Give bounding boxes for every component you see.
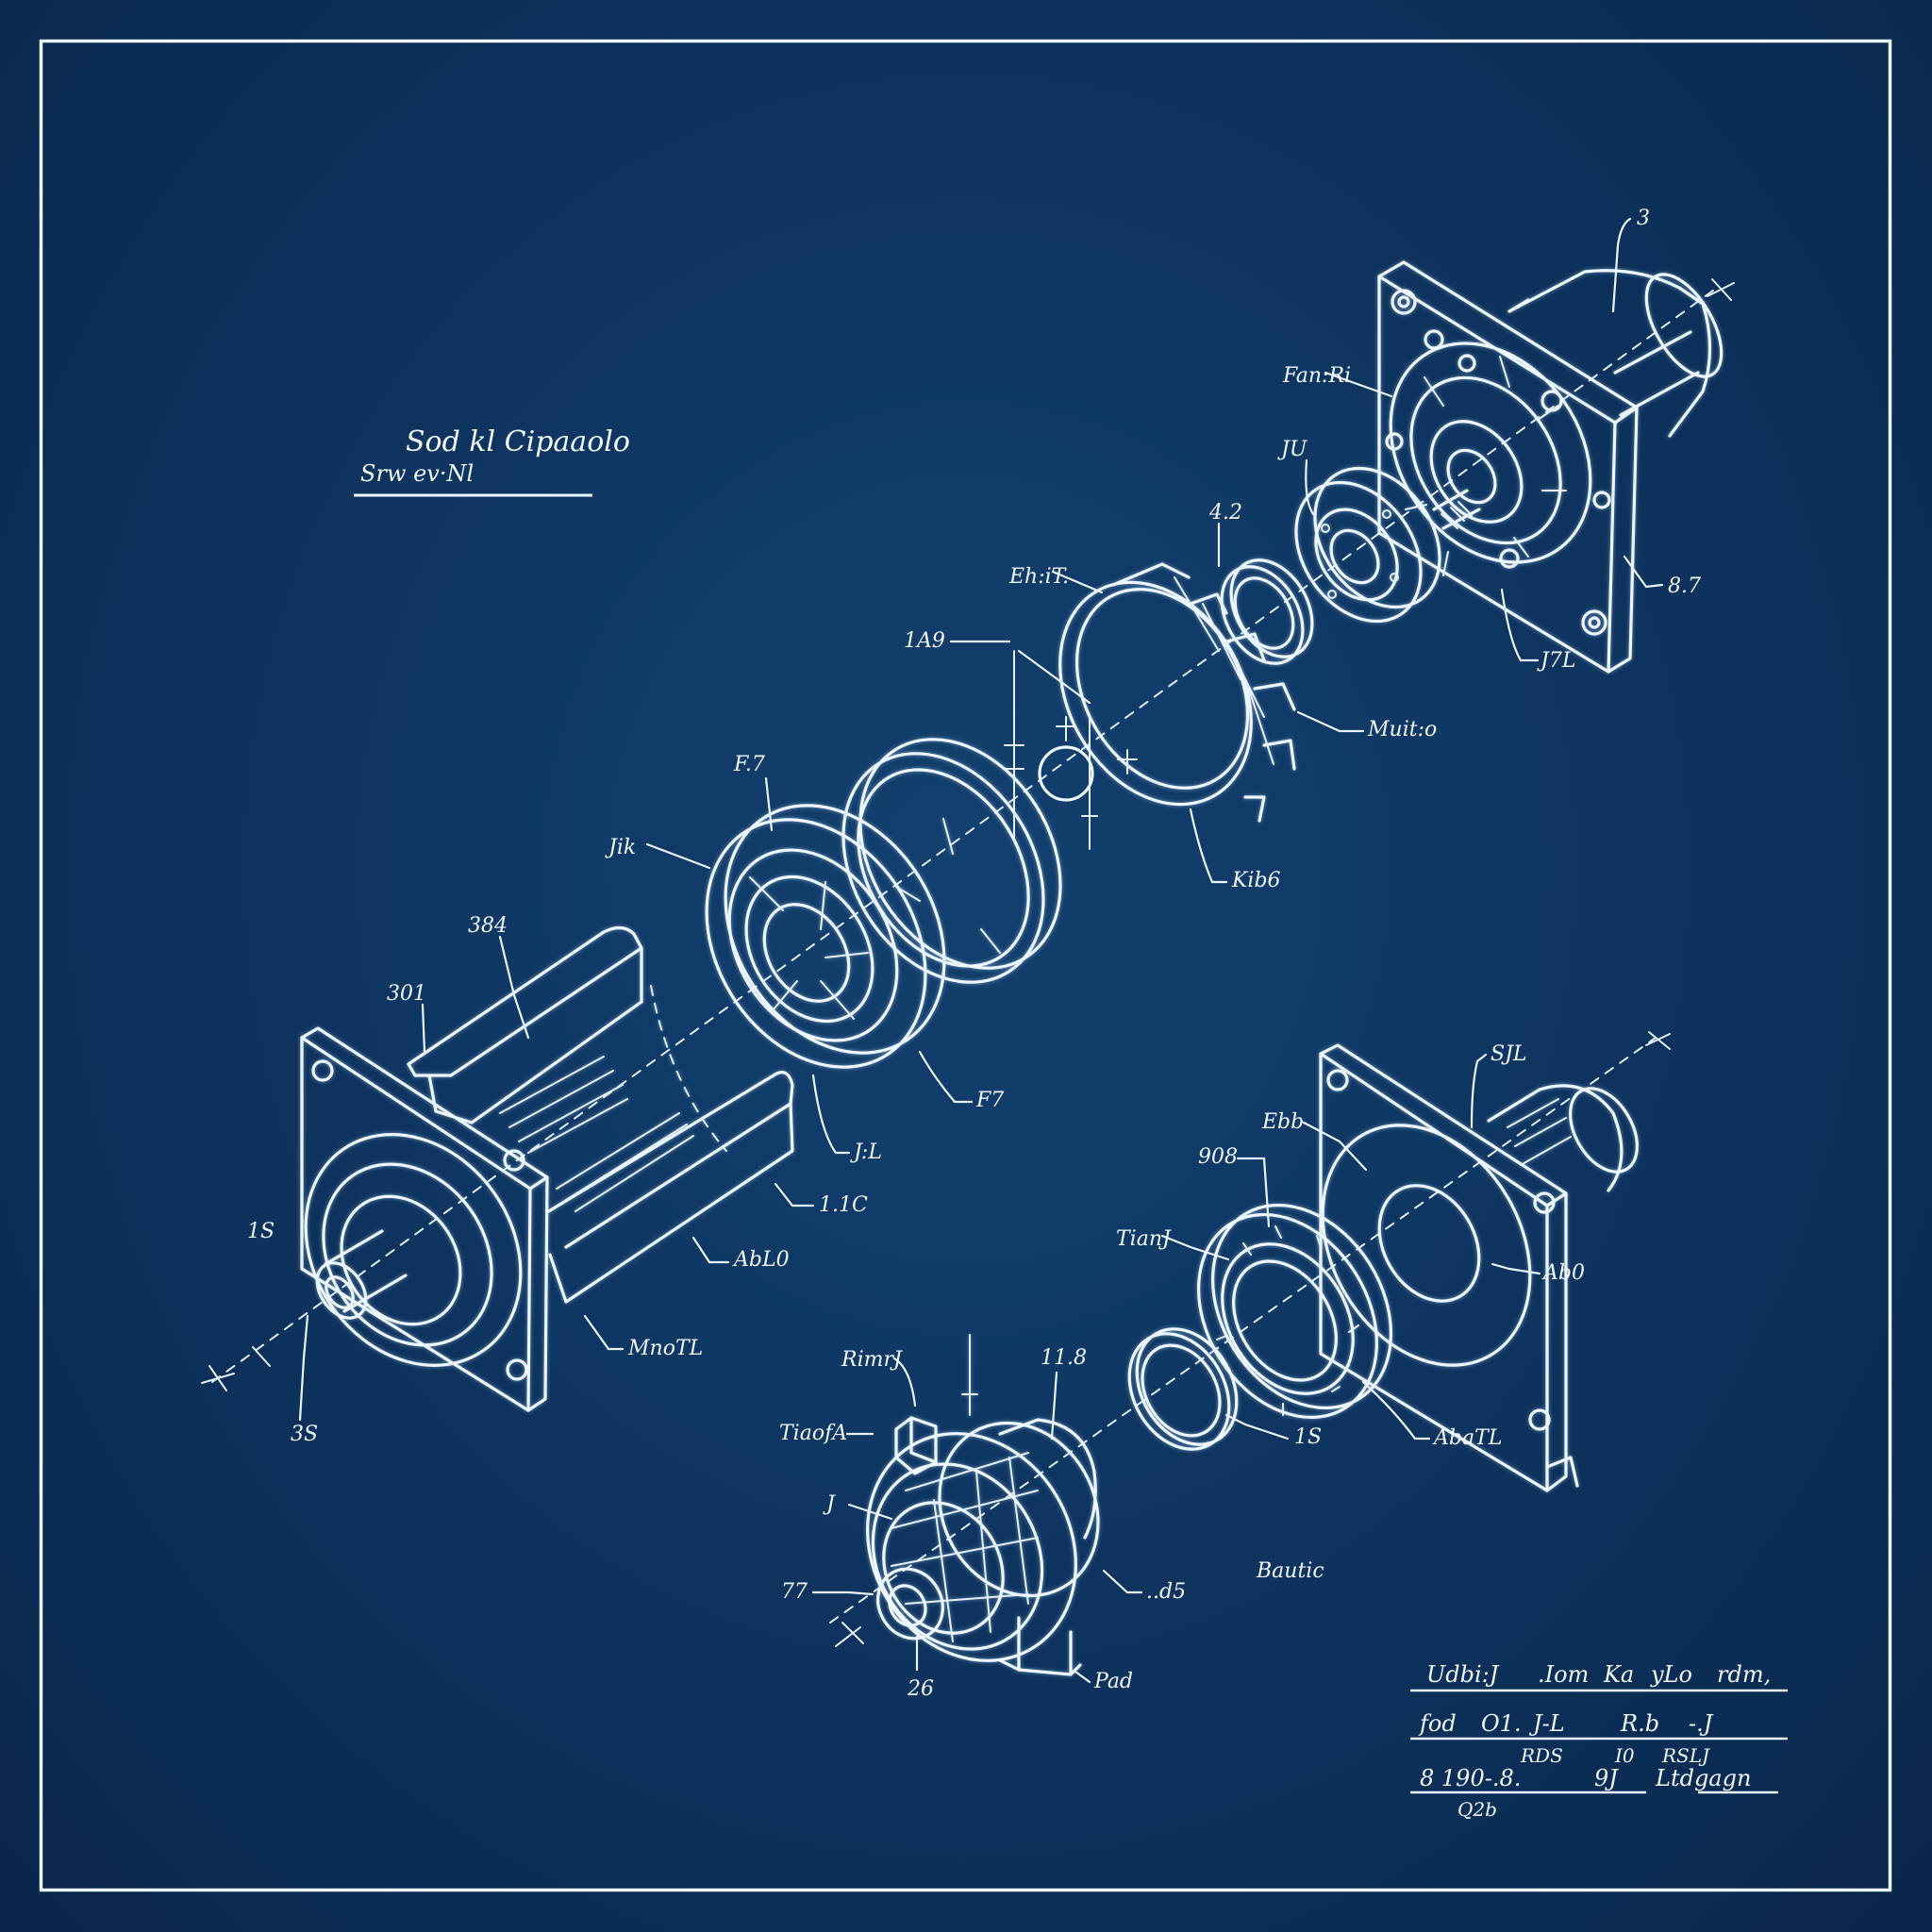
label-mnotl: MnoTL [627,1337,703,1360]
label-f7: F7 [975,1089,1004,1112]
label-908: 908 [1198,1145,1238,1169]
label-26: 26 [907,1677,934,1701]
seal-ring-small [1220,558,1314,665]
label-jl: J:L [850,1141,882,1164]
label-1a9: 1A9 [904,629,945,653]
label-muito: Muit:o [1367,718,1437,741]
note-r1-c2: .Iom [1538,1661,1589,1688]
pump-head-housing [866,1334,1100,1676]
label-f-7: F.7 [733,753,765,776]
label-fan: Fan:Ri [1282,364,1351,388]
title-line-1: Sod kl Cipaaolo [406,425,630,458]
coupling-disc [1294,466,1441,624]
note-r1-c3: Ka [1603,1661,1634,1688]
label-abatl: AbaTL [1432,1426,1502,1450]
cover-disc [841,738,1062,984]
seal-ring-lower [1127,1327,1239,1451]
note-r3-sub-1: Q2b [1457,1798,1497,1821]
label-8-7: 8.7 [1668,575,1701,598]
note-r2-sub-2: I0 [1614,1744,1635,1767]
label-rimrj: RimrJ [841,1348,903,1372]
label-3: 3 [1637,207,1650,230]
label-3s: 3S [291,1423,318,1446]
label-ehit: Eh:iT. [1008,565,1069,589]
note-r2-sub-1: RDS [1520,1744,1563,1767]
title-block: Sod kl Cipaaolo Srw ev·Nl [354,425,630,497]
note-r2-c2: O1. [1481,1710,1522,1737]
leader-lines [298,217,1664,1684]
title-line-2: Srw ev·Nl [360,460,474,487]
note-r3-c2: 9J [1594,1765,1619,1791]
label-bautic: Bautic [1256,1559,1324,1583]
note-r1-c1: Udbi:J [1426,1661,1500,1688]
note-r2-c5: -.J [1689,1710,1714,1737]
label-d5: ..d5 [1146,1580,1186,1604]
label-1s-right: 1S [1294,1425,1322,1449]
ball-element [1004,650,1138,850]
note-r2-c1: fod [1418,1710,1457,1737]
label-tiaofa: TiaofA [779,1422,847,1445]
notes-block: Udbi:J .Iom Ka yLo rdm, fod O1. J-L R.b … [1410,1661,1788,1821]
label-301: 301 [387,982,426,1006]
label-ebb: Ebb [1261,1110,1304,1134]
bearing-disc [705,804,946,1069]
label-j: J [823,1492,836,1516]
label-384: 384 [468,914,508,938]
threaded-ring [1197,1203,1392,1420]
label-77: 77 [781,1580,808,1604]
note-r1-c4: yLo [1650,1661,1692,1688]
label-abl0: AbL0 [732,1248,790,1272]
note-r3-c1: 8 190-.8. [1420,1765,1521,1791]
label-11-8: 11.8 [1041,1346,1087,1370]
motor-housing [300,925,794,1412]
part-labels: 3 Fan:Ri JU 4.2 Eh:iT. 8.7 J7L 1A9 Muit:… [247,207,1701,1701]
drawing-frame [39,39,1892,1892]
label-ju: JU [1277,438,1308,461]
note-r2-c3: J-L [1528,1710,1565,1737]
note-r2-sub-3: RSLJ [1661,1744,1710,1767]
mount-plate-right [1319,1043,1639,1492]
label-4-2: 4.2 [1208,501,1242,525]
note-r2-c4: R.b [1620,1710,1659,1737]
label-kib6: Kib6 [1231,869,1281,892]
label-1-1c: 1.1C [819,1193,868,1217]
label-jik: Jik [605,836,636,859]
label-sjl: SJL [1491,1042,1527,1066]
rear-motor-flange-assembly [1377,260,1724,674]
note-r3-c3: Ltdgagn [1655,1765,1751,1791]
label-j7l: J7L [1537,649,1575,673]
label-pad: Pad [1093,1670,1133,1693]
label-ab0: Ab0 [1541,1261,1585,1285]
label-tianj: TianJ [1116,1227,1172,1251]
label-1s-left: 1S [247,1220,275,1243]
note-r1-c5: rdm, [1717,1661,1771,1688]
